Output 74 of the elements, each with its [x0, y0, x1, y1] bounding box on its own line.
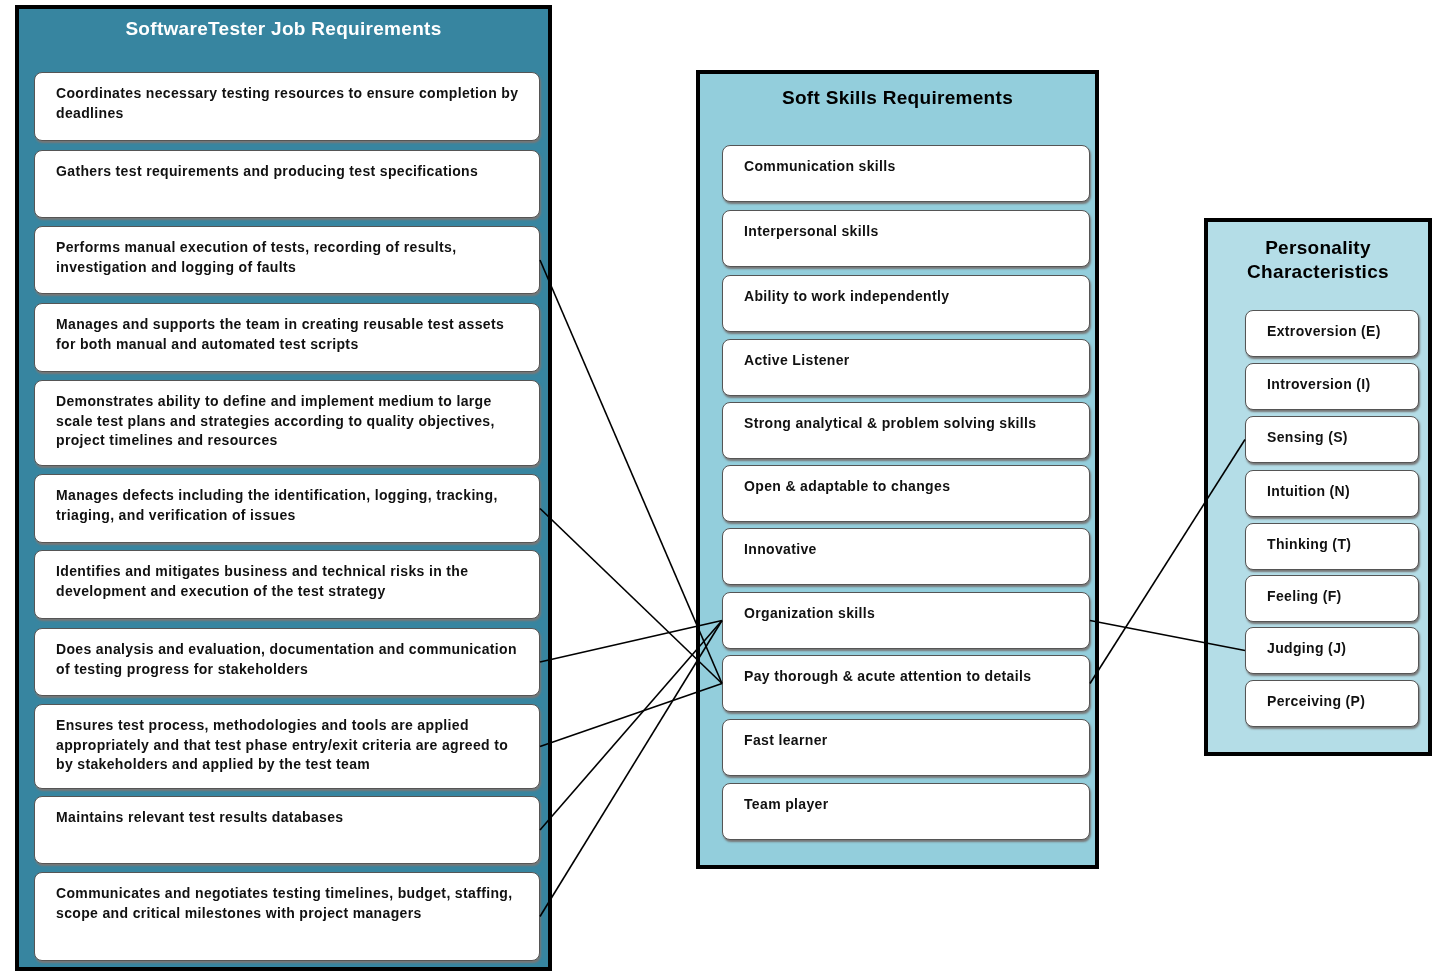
item-text: Pay thorough & acute attention to details — [744, 667, 1033, 686]
item-text: Performs manual execution of tests, recording of results, investigation and logging of faults — [56, 238, 458, 277]
connector-line — [539, 619, 723, 831]
item-box — [34, 226, 540, 294]
panel-title: Personality Characteristics — [1246, 236, 1390, 284]
item-box — [34, 150, 540, 218]
item-box — [34, 796, 540, 864]
item-text: Communication skills — [744, 157, 897, 176]
item-text: Identifies and mitigates business and technical risks in the development and execution of the test strategy — [56, 562, 470, 601]
connector-line — [539, 259, 723, 685]
item-text: Ensures test process, methodologies and tools are applied appropriately and that test phase entry/exit criteria are agreed to by stakeholders and applied by the test team — [56, 716, 510, 774]
item-text: Manages and supports the team in creating reusable test assets for both manual and automated test scripts — [56, 315, 506, 354]
skills-panel — [696, 70, 1099, 869]
item-text: Introversion (I) — [1267, 375, 1372, 394]
item-box — [34, 72, 540, 141]
item-text: Feeling (F) — [1267, 587, 1343, 606]
item-box — [722, 145, 1090, 202]
item-box — [722, 402, 1090, 459]
item-box — [722, 339, 1090, 396]
item-text: Extroversion (E) — [1267, 322, 1382, 341]
panel-title: SoftwareTester Job Requirements — [124, 17, 443, 41]
item-box — [1245, 680, 1419, 727]
item-box — [1245, 416, 1419, 463]
item-box — [34, 628, 540, 696]
connector-line — [1089, 438, 1246, 685]
item-text: Open & adaptable to changes — [744, 477, 952, 496]
item-text: Manages defects including the identification, logging, tracking, triaging, and verification of issues — [56, 486, 499, 525]
connector-line — [1089, 619, 1246, 652]
item-text: Demonstrates ability to define and implement medium to large scale test plans and strategies according to quality objectives, project timelines and resources — [56, 392, 496, 450]
item-box — [1245, 575, 1419, 622]
item-box — [34, 872, 540, 961]
item-text: Strong analytical & problem solving skills — [744, 414, 1038, 433]
item-box — [34, 303, 540, 372]
item-box — [722, 528, 1090, 585]
item-box — [34, 550, 540, 619]
item-box — [1245, 523, 1419, 570]
item-box — [722, 783, 1090, 840]
item-box — [1245, 470, 1419, 517]
item-text: Innovative — [744, 540, 818, 559]
item-text: Gathers test requirements and producing test specifications — [56, 162, 480, 181]
item-text: Ability to work independently — [744, 287, 951, 306]
item-text: Coordinates necessary testing resources to ensure completion by deadlines — [56, 84, 520, 123]
item-box — [34, 380, 540, 466]
item-text: Team player — [744, 795, 830, 814]
panel-title: Soft Skills Requirements — [780, 86, 1014, 110]
item-box — [722, 655, 1090, 712]
item-box — [722, 592, 1090, 649]
item-text: Organization skills — [744, 604, 877, 623]
item-text: Sensing (S) — [1267, 428, 1349, 447]
connector-line — [539, 682, 723, 748]
item-box — [1245, 363, 1419, 410]
requirements-panel — [15, 5, 552, 971]
item-text: Communicates and negotiates testing timelines, budget, staffing, scope and critical milestones with project managers — [56, 884, 514, 923]
item-text: Judging (J) — [1267, 639, 1348, 658]
item-text: Does analysis and evaluation, documentation and communication of testing progress for stakeholders — [56, 640, 518, 679]
item-text: Active Listener — [744, 351, 851, 370]
item-text: Interpersonal skills — [744, 222, 880, 241]
item-box — [1245, 310, 1419, 357]
item-text: Intuition (N) — [1267, 482, 1352, 501]
item-box — [722, 719, 1090, 776]
connector-line — [539, 619, 723, 918]
item-text: Maintains relevant test results databases — [56, 808, 345, 827]
item-box — [722, 275, 1090, 332]
item-text: Fast learner — [744, 731, 829, 750]
item-box — [1245, 627, 1419, 674]
item-box — [722, 465, 1090, 522]
connector-line — [539, 507, 723, 685]
item-box — [34, 704, 540, 789]
item-box — [34, 474, 540, 543]
item-text: Perceiving (P) — [1267, 692, 1367, 711]
connector-line — [539, 619, 723, 663]
characteristics-panel — [1204, 218, 1432, 756]
item-box — [722, 210, 1090, 267]
item-text: Thinking (T) — [1267, 535, 1353, 554]
